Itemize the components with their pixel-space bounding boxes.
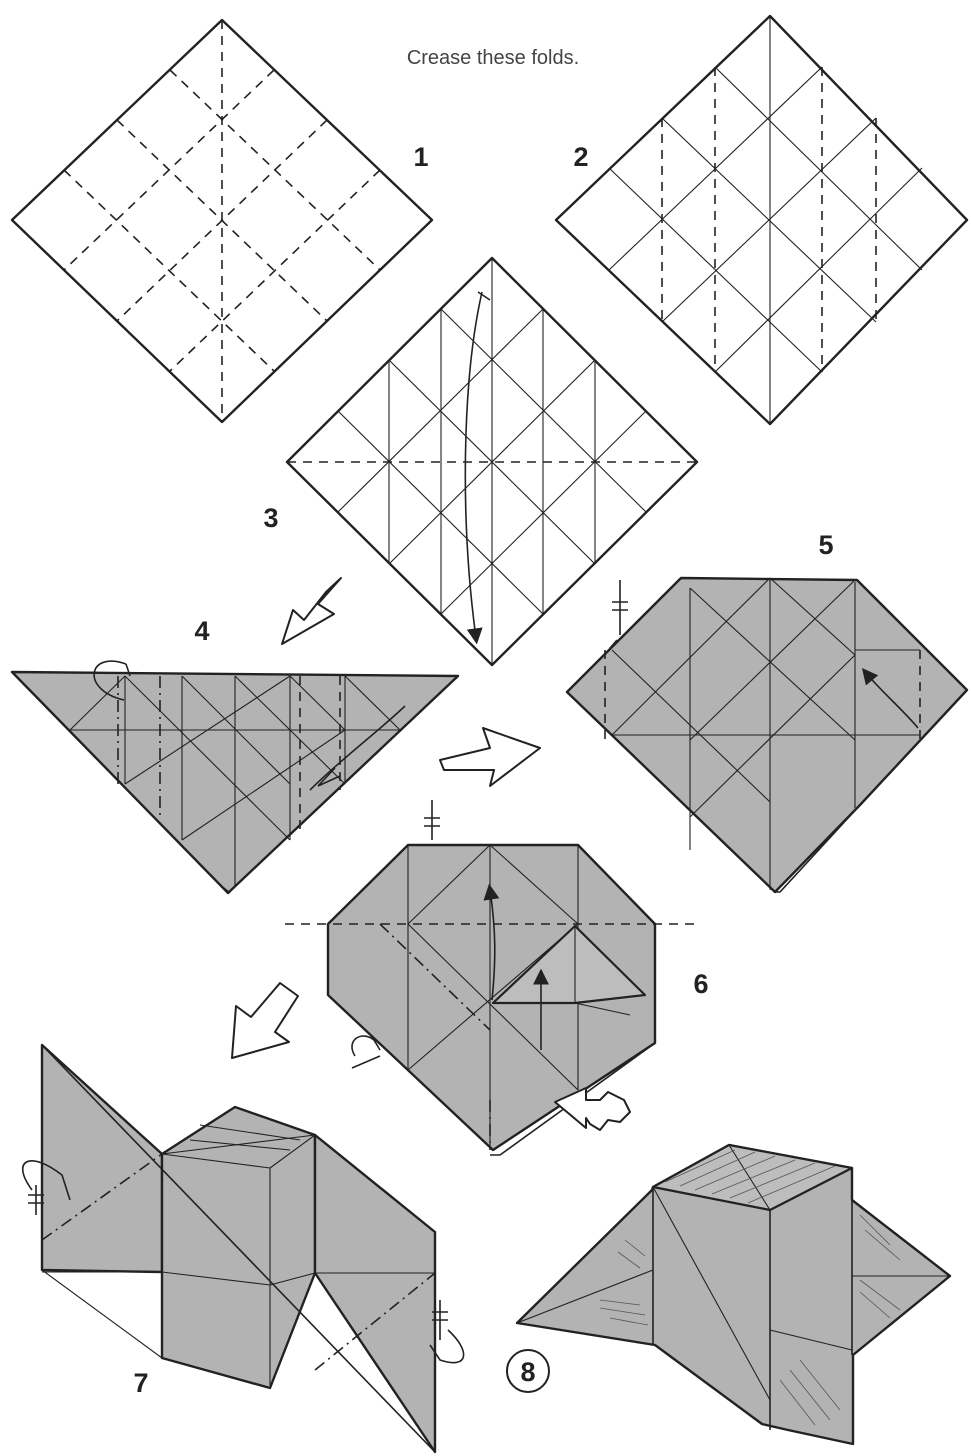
step-3-diagram [287, 258, 697, 665]
step-number-1: 1 [413, 142, 428, 172]
transition-arrow-4-to-5 [440, 728, 540, 786]
step-6-diagram [285, 800, 698, 1155]
step-number-7: 7 [133, 1368, 148, 1398]
step-number-8: 8 [520, 1357, 535, 1387]
caption-crease-these-folds: Crease these folds. [407, 47, 579, 69]
step-number-5: 5 [818, 530, 833, 560]
step-4-diagram [12, 661, 458, 893]
step-number-3: 3 [263, 503, 278, 533]
step-8-diagram [517, 1145, 950, 1444]
transition-arrow-6-to-7 [232, 983, 298, 1058]
step-2-diagram [556, 16, 967, 424]
step-number-4: 4 [194, 616, 209, 646]
step-5-diagram [567, 578, 967, 892]
step-7-diagram [23, 1045, 464, 1452]
step-1-diagram [12, 20, 432, 422]
step-number-6: 6 [693, 969, 708, 999]
transition-arrow-3-to-4 [282, 578, 341, 644]
step-number-2: 2 [573, 142, 588, 172]
